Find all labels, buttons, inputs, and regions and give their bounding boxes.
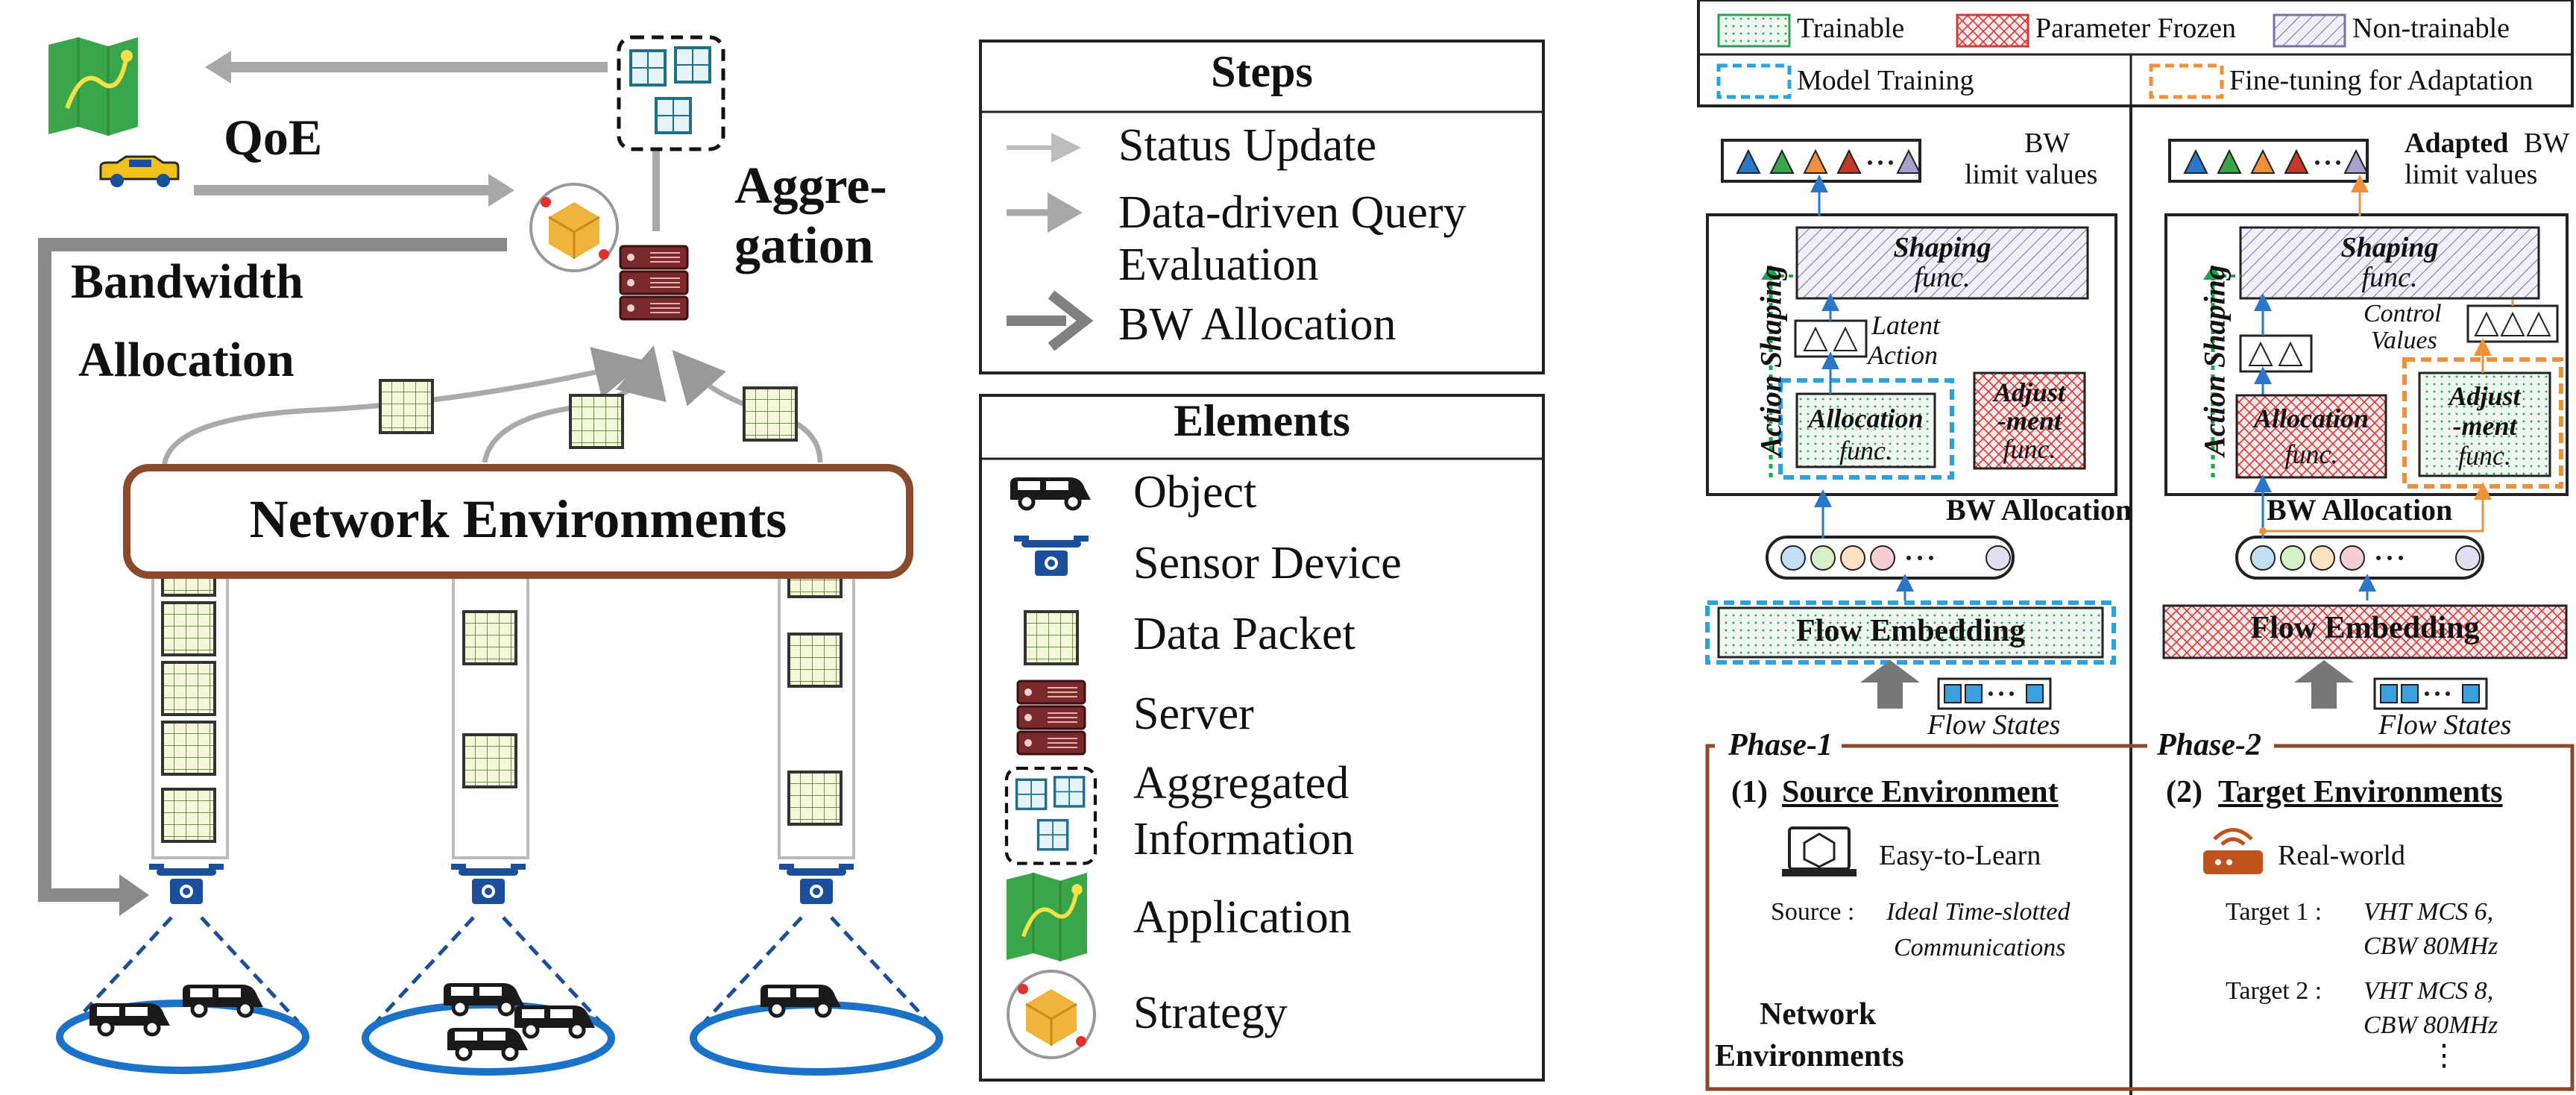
bandwidth-label-2: Allocation — [78, 333, 295, 387]
step-status-update: Status Update — [1118, 120, 1377, 171]
p2-target1-val-2: CBW 80MHz — [2364, 932, 2498, 960]
p1-source-label: Source : — [1771, 898, 1855, 926]
p1-env-type: Easy-to-Learn — [1879, 840, 2041, 871]
legend-model-training: Model Training — [1797, 65, 1974, 96]
p2-ellipsis: ⋮ — [2429, 1038, 2459, 1072]
p2-shaping-func: func. — [2361, 262, 2418, 293]
p2-env-title: Target Environments — [2218, 775, 2503, 809]
p2-values: Values — [2371, 327, 2437, 354]
legend-trainable: Trainable — [1797, 13, 1905, 44]
element-data-packet: Data Packet — [1133, 609, 1355, 659]
p2-target2-label: Target 2 : — [2226, 977, 2323, 1005]
phase-1-label: Phase-1 — [1722, 727, 1839, 763]
aggregation-label-2: gation — [734, 217, 874, 274]
p2-target2-val-1: VHT MCS 8, — [2364, 977, 2494, 1005]
element-server: Server — [1133, 688, 1254, 739]
element-sensor-device: Sensor Device — [1133, 538, 1402, 589]
steps-title: Steps — [1211, 47, 1313, 96]
p2-adjust-ment: -ment — [2452, 411, 2517, 441]
p2-flow-states: Flow States — [2378, 709, 2512, 741]
p2-bw-allocation: BW Allocation — [2267, 493, 2453, 527]
element-object: Object — [1133, 467, 1257, 518]
step-bw-allocation: BW Allocation — [1118, 299, 1396, 350]
element-application: Application — [1133, 892, 1352, 943]
sensor-device-3 — [779, 864, 854, 904]
p1-latent: Latent — [1871, 310, 1941, 340]
p2-env-type: Real-world — [2278, 840, 2405, 871]
p1-limit-values: limit values — [1965, 159, 2098, 190]
p1-allocation-func: func. — [1839, 436, 1892, 465]
legend-nontrainable: Non-trainable — [2352, 13, 2510, 44]
phase-2-label: Phase-2 — [2151, 727, 2267, 763]
element-strategy: Strategy — [1133, 988, 1288, 1038]
p1-source-val-2: Communications — [1894, 934, 2066, 961]
p2-action-shaping: Action Shaping — [2197, 265, 2232, 456]
p1-action-shaping: Action Shaping — [1754, 265, 1788, 456]
p1-shaping: Shaping — [1893, 232, 1991, 263]
p2-target1-val-1: VHT MCS 6, — [2364, 898, 2494, 926]
bandwidth-label-1: Bandwidth — [71, 254, 303, 309]
p2-shaping: Shaping — [2340, 232, 2439, 263]
p2-allocation-func: func. — [2284, 439, 2338, 469]
p2-control: Control — [2364, 300, 2442, 327]
step-evaluation: Evaluation — [1118, 239, 1319, 290]
p2-bw: BW — [2524, 128, 2570, 159]
p2-flow-embedding: Flow Embedding — [2250, 611, 2480, 645]
p1-env-num: (1) — [1731, 775, 1768, 809]
easy-to-learn-icon — [1782, 826, 1857, 876]
p2-env-num: (2) — [2166, 775, 2202, 809]
p2-adjust: Adjust — [2449, 381, 2521, 411]
element-aggregated: Aggregated — [1133, 758, 1350, 809]
p1-flow-embedding: Flow Embedding — [1796, 614, 2025, 648]
p1-net-env-2: Environments — [1715, 1039, 1904, 1073]
p1-net-env-1: Network — [1760, 997, 1877, 1032]
network-environments-box — [123, 464, 913, 579]
router-icon — [2203, 828, 2263, 874]
aggregated-info-icon — [619, 37, 723, 149]
p1-adjust: Adjust — [1993, 377, 2066, 407]
p2-adjust-func: func. — [2458, 441, 2511, 471]
p2-target1-label: Target 1 : — [2226, 898, 2323, 926]
p2-limit-values: limit values — [2405, 159, 2538, 190]
p1-adjust-func: func. — [2003, 434, 2056, 464]
element-information: Information — [1133, 814, 1355, 865]
bandwidth-allocation-arrow — [38, 238, 507, 902]
step-data-driven-query: Data-driven Query — [1118, 187, 1467, 238]
strategy-icon — [529, 183, 619, 272]
p1-bw: BW — [2024, 128, 2070, 159]
application-icon — [48, 37, 138, 136]
p1-flow-states: Flow States — [1927, 709, 2061, 741]
p1-bw-allocation: BW Allocation — [1946, 493, 2132, 527]
p1-allocation: Allocation — [1808, 404, 1924, 433]
server-icon — [619, 245, 689, 321]
sensor-device-1 — [149, 864, 224, 904]
qoe-label: QoE — [224, 109, 323, 166]
p1-env-title: Source Environment — [1782, 775, 2059, 809]
p1-shaping-func: func. — [1914, 262, 1971, 293]
p1-source-val-1: Ideal Time-slotted — [1886, 898, 2070, 926]
p2-allocation: Allocation — [2253, 404, 2369, 433]
p2-target2-val-2: CBW 80MHz — [2364, 1011, 2498, 1039]
legend-finetuning: Fine-tuning for Adaptation — [2229, 65, 2534, 96]
network-environments-label: Network Environments — [249, 489, 787, 549]
p1-action: Action — [1868, 340, 1938, 370]
sensor-device-2 — [451, 864, 526, 904]
p2-adapted: Adapted — [2405, 128, 2509, 159]
aggregation-label-1: Aggre- — [734, 157, 887, 215]
p1-adjust-ment: -ment — [1997, 406, 2062, 436]
elements-title: Elements — [1174, 396, 1350, 445]
legend-frozen: Parameter Frozen — [2035, 13, 2237, 44]
